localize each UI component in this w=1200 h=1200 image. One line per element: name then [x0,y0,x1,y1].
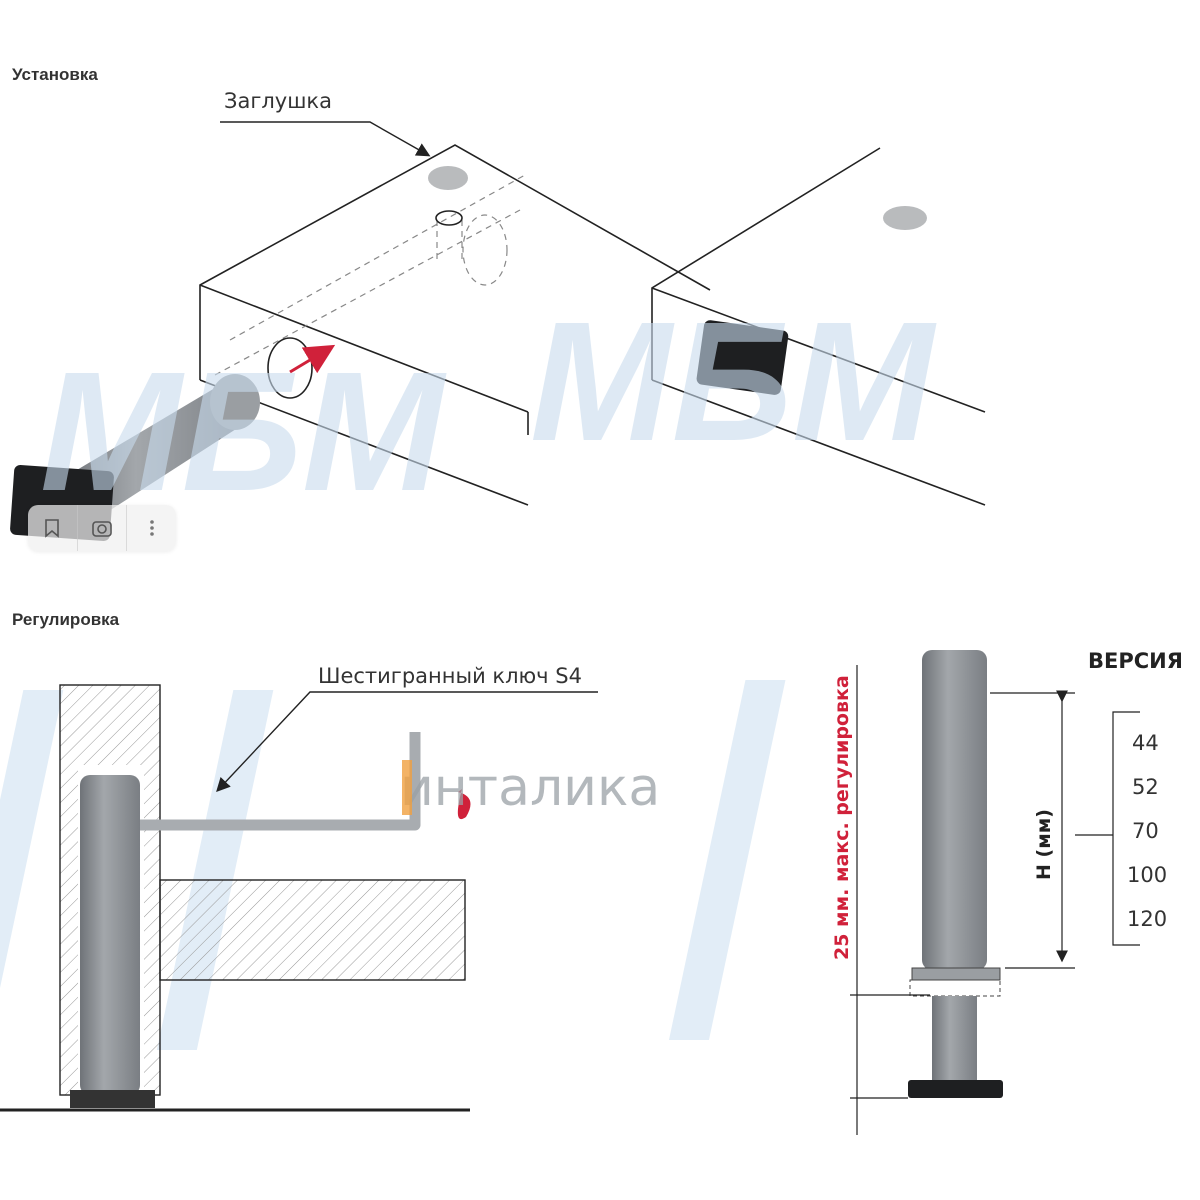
version-item: 44 [1132,731,1159,755]
shop-watermark: инталика [400,758,660,818]
version-title: ВЕРСИЯ [1088,649,1183,673]
version-item: 100 [1127,863,1167,887]
more-button[interactable] [127,505,176,551]
key-leader [216,691,598,793]
image-toolbar [28,505,176,551]
more-icon [149,520,154,536]
bookmark-button[interactable] [28,505,78,551]
hex-key-label: Шестигранный ключ S4 [318,664,582,688]
lens-button[interactable] [78,505,128,551]
version-item: 52 [1132,775,1159,799]
dimension-lines [850,665,1140,1135]
board-drawing-left [199,144,711,506]
leg-vertical [908,650,1003,1098]
adjustment-heading: Регулировка [12,610,120,629]
shop-watermark-mark [402,760,412,815]
installation-heading: Установка [12,65,98,84]
leg-installed-cap [696,320,789,395]
cabinet-section [0,684,471,1112]
brand-watermark: МБМ МБМ [40,287,937,527]
height-label: H (мм) [1033,809,1055,880]
lens-icon [92,521,112,537]
plug-label: Заглушка [224,89,332,113]
insert-arrow [289,344,336,374]
bookmark-icon [45,519,60,538]
version-item: 70 [1132,819,1159,843]
version-list: 44 52 70 100 120 [1127,731,1167,931]
plug-cap [428,166,468,190]
version-item: 120 [1127,907,1167,931]
plug-leader [220,121,431,157]
board-drawing-right [651,147,986,506]
adjust-range-label: 25 мм. макс. регулировка [831,675,853,960]
plug-installed [883,206,927,230]
